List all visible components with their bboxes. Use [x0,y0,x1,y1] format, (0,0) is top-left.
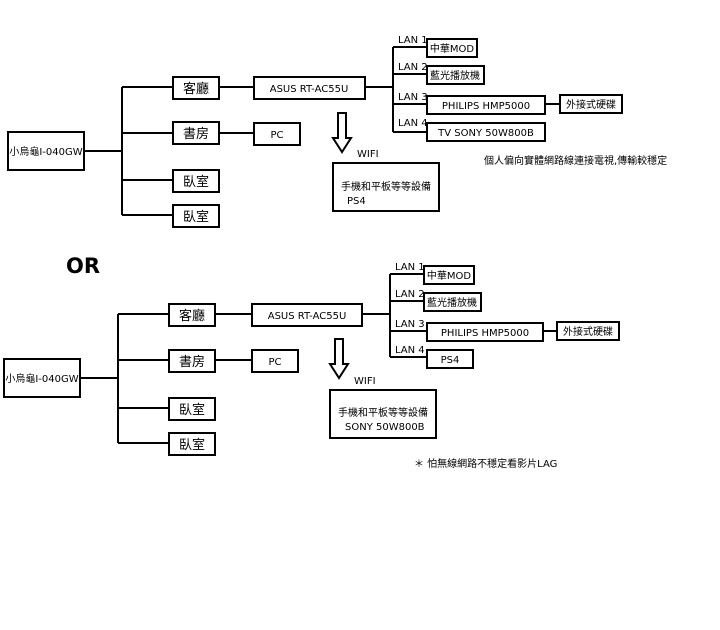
diagram-1-bluray-box [426,65,485,85]
diagram-1-room-study-box [172,121,220,145]
diagram-1-note: 個人偏向實體網路線連接電視,傳輸較穩定 [484,154,667,167]
diagram-2-router-label: ASUS RT-AC55U [268,311,347,322]
diagram-2-mod-box [423,265,475,285]
diagram-1-lan-2-label: LAN 2 [398,62,428,73]
diagram-2-modem-label: 小烏龜I-040GW [5,372,78,385]
diagram-2-room-bedroom-1-box [168,397,216,421]
diagram-1-bluray-label: 藍光播放機 [430,69,480,82]
diagram-2-room-bedroom-2-label: 臥室 [179,437,205,453]
diagram-1-room-bedroom-2-label: 臥室 [183,209,209,225]
diagram-2-note: ＊ 怕無線網路不穩定看影片LAG [414,457,557,470]
diagram-2-room-study-label: 書房 [179,354,205,370]
diagram-2-room-living-label: 客廳 [179,308,205,324]
diagram-1-wifi-label: WIFI [357,149,379,160]
diagram-2-philips-box [426,322,544,342]
diagram-2-room-bedroom-2-box [168,432,216,456]
diagram-1-lan-3-label: LAN 3 [398,92,428,103]
diagram-2-ps4-box [426,349,474,369]
diagram-2-philips-label: PHILIPS HMP5000 [441,328,529,339]
diagram-2: 小烏龜I-040GW 客廳 書房 臥室 臥室 ASUS RT-AC55U PC … [3,262,620,470]
diagram-2-router-box [251,303,363,327]
diagram-2-bluray-box [423,292,482,312]
diagram-1-external-drive-label: 外接式硬碟 [566,98,616,111]
diagram-2-room-living-box [168,303,216,327]
diagram-1-room-study-label: 書房 [183,126,209,142]
diagram-1-wifi-arrow-icon [331,112,353,154]
diagram-1-room-bedroom-1-label: 臥室 [183,174,209,190]
diagram-2-lan-1-label: LAN 1 [395,262,425,273]
diagram-1-room-living-label: 客廳 [183,81,209,97]
diagram-1-philips-box [426,95,546,115]
diagram-1-modem-label: 小烏龜I-040GW [9,145,82,158]
diagram-2-wifi-devices-line2: SONY 50W800B [345,422,425,433]
diagram-1-pc-label: PC [270,130,283,141]
diagram-1-room-bedroom-2-box [172,204,220,228]
diagram-1-external-drive-box [559,94,623,114]
diagram-1-tv-label: TV SONY 50W800B [437,128,534,139]
diagram-2-lan-4-label: LAN 4 [395,345,425,356]
diagram-1-lan-1-label: LAN 1 [398,35,428,46]
or-separator: OR [66,254,100,278]
diagram-2-bluray-label: 藍光播放機 [427,296,477,309]
diagram-2-room-study-box [168,349,216,373]
diagram-1-wifi-devices-line1: 手機和平板等等設備 [341,180,431,193]
diagram-2-pc-label: PC [268,357,281,368]
diagram-1-room-bedroom-1-box [172,169,220,193]
diagram-2-wifi-devices-box [329,389,437,439]
diagram-1-mod-box [426,38,478,58]
diagram-1-router-box [253,76,366,100]
diagram-1-lan-4-label: LAN 4 [398,118,428,129]
diagram-2-external-drive-box [556,321,620,341]
diagram-2-wifi-label: WIFI [354,376,376,387]
diagram-1-pc-box [253,122,301,146]
diagram-2-lan-2-label: LAN 2 [395,289,425,300]
diagram-2-wires [80,273,557,444]
diagram-2-lan-3-label: LAN 3 [395,319,425,330]
diagram-2-pc-box [251,349,299,373]
diagram-1-tv-box [426,122,546,142]
diagram-2-wifi-devices-line1: 手機和平板等等設備 [338,406,428,419]
diagram-1-wifi-devices-box [332,162,440,212]
diagram-1-router-label: ASUS RT-AC55U [270,84,349,95]
diagram-1: 小烏龜I-040GW 客廳 書房 臥室 臥室 ASUS RT-AC55U PC … [7,35,667,228]
diagram-2-external-drive-label: 外接式硬碟 [563,325,613,338]
diagram-1-philips-label: PHILIPS HMP5000 [442,101,530,112]
diagram-2-wifi-arrow-icon [328,338,350,380]
diagram-2-mod-label: 中華MOD [427,269,471,282]
diagram-1-room-living-box [172,76,220,100]
diagram-1-modem-box [7,131,85,171]
diagram-2-modem-box [3,358,81,398]
diagram-1-wifi-devices-line2: PS4 [347,196,366,207]
diagram-1-wires [84,46,560,216]
diagram-1-mod-label: 中華MOD [430,42,474,55]
diagram-2-ps4-label: PS4 [441,355,460,366]
diagram-2-room-bedroom-1-label: 臥室 [179,402,205,418]
